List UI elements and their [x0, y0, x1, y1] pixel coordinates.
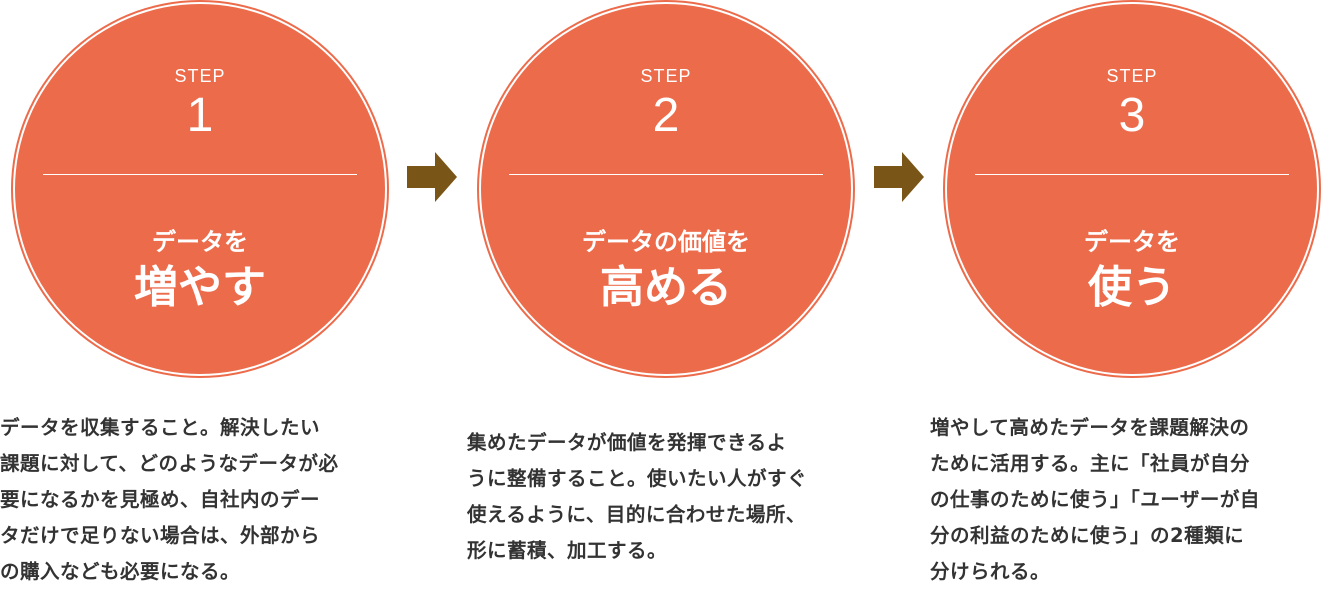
step-1-divider	[43, 174, 357, 175]
step-3-description: 増やして高めたデータを課題解決の ために活用する。主に「社員が自分 の仕事のため…	[930, 410, 1330, 590]
step-1-subtitle: データを	[152, 228, 248, 256]
step-3-subtitle: データを	[1084, 228, 1180, 256]
desc-line: 要になるかを見極め、自社内のデー	[0, 488, 321, 511]
arrow-right-icon	[407, 152, 457, 202]
step-2-divider	[509, 174, 823, 175]
step-2-label: STEP	[640, 66, 692, 86]
desc-line: 課題に対して、どのようなデータが必	[0, 452, 339, 475]
step-2: STEP 2 データの価値を 高める	[467, 4, 865, 378]
step-3-number: 3	[1118, 89, 1146, 142]
step-1-circle: STEP 1 データを 増やす	[15, 4, 385, 374]
step-2-subtitle: データの価値を	[582, 228, 750, 256]
step-1-number: 1	[186, 89, 214, 142]
step-2-description: 集めたデータが価値を発揮できるよ うに整備すること。使いたい人がすぐ 使えるよう…	[467, 425, 877, 569]
desc-line: 形に蓄積、加工する。	[467, 539, 668, 562]
desc-line: 分けられる。	[930, 560, 1051, 583]
arrow-right-icon	[874, 152, 924, 202]
step-2-title: 高める	[600, 262, 732, 313]
desc-line: タだけで足りない場合は、外部から	[0, 524, 321, 547]
desc-line: 増やして高めたデータを課題解決の	[930, 416, 1250, 439]
desc-line: の購入なども必要になる。	[0, 560, 241, 583]
step-2-number: 2	[652, 89, 680, 142]
desc-line: 分の利益のために使う」の2種類に	[930, 524, 1245, 547]
desc-line: ために活用する。主に「社員が自分	[930, 452, 1251, 475]
step-1-title: 増やす	[134, 262, 266, 313]
desc-line: の仕事のために使う」「ユーザーが自	[930, 488, 1260, 511]
step-2-circle: STEP 2 データの価値を 高める	[481, 4, 851, 374]
desc-line: データを収集すること。解決したい	[0, 416, 321, 439]
step-1-label: STEP	[174, 66, 226, 86]
desc-line: うに整備すること。使いたい人がすぐ	[467, 467, 808, 490]
step-3-circle: STEP 3 データを 使う	[947, 4, 1317, 374]
step-3-title: 使う	[1088, 262, 1176, 313]
step-3: STEP 3 データを 使う	[933, 4, 1330, 378]
step-1: STEP 1 データを 増やす	[1, 4, 399, 378]
desc-line: 集めたデータが価値を発揮できるよ	[467, 431, 787, 454]
step-1-description: データを収集すること。解決したい 課題に対して、どのようなデータが必 要になるか…	[0, 410, 410, 590]
step-3-label: STEP	[1106, 66, 1158, 86]
desc-line: 使えるように、目的に合わせた場所、	[467, 503, 806, 526]
step-3-divider	[975, 174, 1289, 175]
